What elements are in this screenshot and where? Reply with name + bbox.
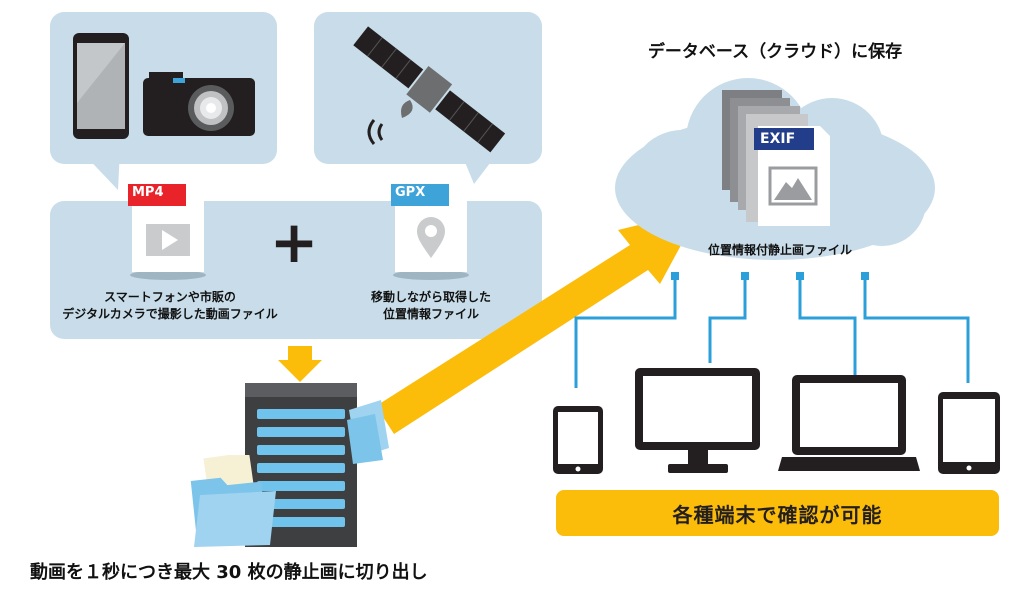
folder-icon [190,455,276,547]
server-caption: 動画を１秒につき最大 30 枚の静止画に切り出し [30,562,428,583]
video-file-icon [128,176,206,280]
cloud-file-label: 位置情報付静止画ファイル [707,243,852,257]
satellite-panel-tail [460,150,500,184]
laptop-icon [778,375,920,471]
devices-banner: 各種端末で確認が可能 [556,490,999,536]
image-file-icon [347,400,389,464]
map-pin-file-icon [391,176,469,280]
tablet-icon [553,406,603,474]
gps-file-caption: 移動しながら取得した 位置情報ファイル [338,289,524,323]
video-file-caption: スマートフォンや市販の デジタルカメラで撮影した動画ファイル [44,289,296,323]
camera-icon [143,72,255,136]
monitor-icon [635,368,760,473]
exif-file-stack [722,90,830,226]
device-panel-tail [80,150,120,190]
gps-file-caption-line1: 移動しながら取得した [370,290,491,304]
upload-arrow [376,210,700,434]
tablet-icon-right [938,392,1000,474]
cloud-connectors [574,272,970,388]
server-icon [245,383,357,547]
devices-banner-text: 各種端末で確認が可能 [672,502,883,527]
video-file-tag: MP4 [132,185,164,200]
cloud-title: データベース（クラウド）に保存 [647,42,903,62]
smartphone-icon [73,33,129,139]
video-file-caption-line1: スマートフォンや市販の [104,290,236,304]
gps-file-caption-line2: 位置情報ファイル [382,307,479,321]
gps-file-tag: GPX [395,185,426,200]
down-arrow [278,346,322,382]
plus-symbol: + [269,208,319,276]
exif-tag: EXIF [760,131,796,147]
video-file-caption-line2: デジタルカメラで撮影した動画ファイル [62,307,278,321]
satellite-icon [353,26,506,153]
